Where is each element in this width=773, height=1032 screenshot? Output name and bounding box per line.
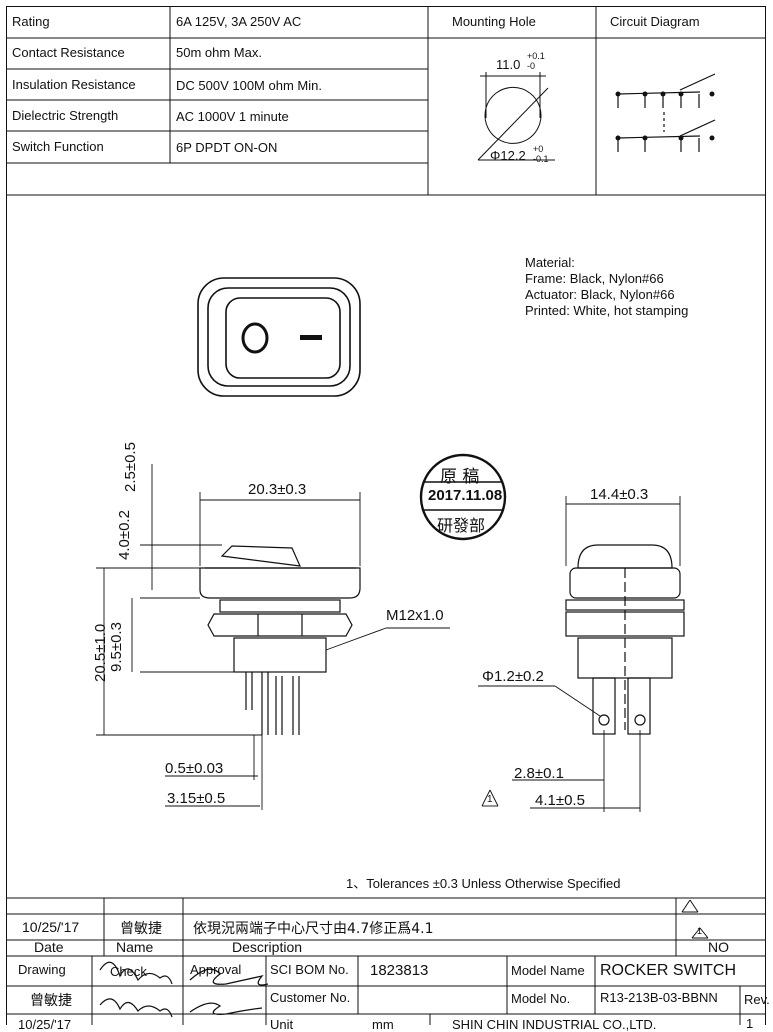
- approval-label: Approval: [190, 962, 242, 977]
- spec-insulation-value: DC 500V 100M ohm Min.: [176, 78, 322, 93]
- drawer-name: 曾敏捷: [30, 993, 72, 1009]
- hole-width-tol-upper: +0.1: [527, 51, 545, 61]
- spec-rating-value: 6A 125V, 3A 250V AC: [176, 14, 302, 29]
- circuit-diagram: [617, 73, 716, 152]
- circuit-diagram-header: Circuit Diagram: [610, 14, 700, 29]
- model-no-value: R13-213B-03-BBNN: [600, 990, 718, 1005]
- spec-contact-label: Contact Resistance: [12, 45, 125, 60]
- customer-label: Customer No.: [270, 990, 351, 1005]
- spec-function-label: Switch Function: [12, 139, 104, 154]
- dim-terminal-thickness: 0.5±0.03: [165, 760, 224, 777]
- approval-signature-2: [189, 1002, 263, 1015]
- dim-terminal-pitch: 2.8±0.1: [514, 765, 564, 782]
- sci-bom-value: 1823813: [370, 962, 429, 979]
- material-printed: Printed: White, hot stamping: [525, 303, 689, 318]
- drawing-label: Drawing: [18, 962, 66, 977]
- revision-header-description: Description: [232, 939, 303, 955]
- model-no-label: Model No.: [511, 991, 571, 1006]
- spec-contact-value: 50m ohm Max.: [176, 45, 262, 60]
- dim-side-width: 14.4±0.3: [590, 486, 649, 503]
- dim-total-height: 20.5±1.0: [92, 623, 109, 682]
- revision-description: 依現況兩端子中心尺寸由4.7修正爲4.1: [193, 921, 434, 937]
- dim-terminal-spacing: 4.1±0.5: [535, 792, 585, 809]
- stamp-date: 2017.11.08: [428, 487, 503, 504]
- hole-width-tol-lower: -0: [527, 61, 536, 71]
- hole-diameter-tol-lower: -0.1: [533, 154, 549, 164]
- spec-dielectric-value: AC 1000V 1 minute: [176, 109, 289, 124]
- hole-diameter-label: Φ12.2: [490, 148, 526, 163]
- check-signature: [99, 961, 173, 985]
- dimension-lines: [96, 464, 681, 812]
- revision-header-name: Name: [116, 939, 154, 955]
- material-actuator: Actuator: Black, Nylon#66: [525, 287, 675, 302]
- rev-label: Rev.: [744, 992, 770, 1007]
- dim-width: 20.3±0.3: [248, 481, 307, 498]
- approval-signature: [189, 968, 269, 986]
- dim-hole-dia: Φ1.2±0.2: [482, 668, 544, 685]
- spec-rating-label: Rating: [12, 14, 50, 29]
- revision-date: 10/25/'17: [22, 919, 80, 935]
- mounting-hole-drawing: [477, 72, 555, 161]
- spec-function-value: 6P DPDT ON-ON: [176, 140, 278, 155]
- on-mark-dash: [300, 335, 322, 340]
- approval-stamp-ring: [419, 453, 507, 541]
- switch-front-view: [197, 277, 361, 397]
- mounting-hole-header: Mounting Hole: [452, 14, 536, 29]
- dim-body-height: 9.5±0.3: [108, 622, 125, 672]
- switch-side-view-right: [565, 544, 685, 735]
- hole-width-label: 11.0: [496, 57, 521, 72]
- spec-dielectric-label: Dielectric Strength: [12, 108, 119, 123]
- tolerance-note: 1、Tolerances ±0.3 Unless Otherwise Speci…: [346, 876, 621, 891]
- sheet-border: [6, 6, 766, 1025]
- revision-header-no: NO: [708, 939, 729, 955]
- rev-value: 1: [746, 1016, 754, 1031]
- dim-frame-height: 4.0±0.2: [116, 510, 133, 560]
- stamp-bottom: 研發部: [437, 516, 486, 535]
- dim-actuator-height: 2.5±0.5: [122, 442, 139, 492]
- check-label: Check: [110, 964, 147, 979]
- sci-bom-label: SCI BOM No.: [270, 962, 349, 977]
- switch-side-view-left: [199, 545, 361, 735]
- model-name-label: Model Name: [511, 963, 585, 978]
- revision-header-date: Date: [34, 939, 64, 955]
- dim-thread: M12x1.0: [386, 607, 444, 624]
- hole-diameter-tol-upper: +0: [533, 144, 544, 154]
- model-name-value: ROCKER SWITCH: [600, 962, 736, 979]
- dim-terminal-width: 3.15±0.5: [167, 790, 226, 807]
- check-signature-2: [99, 998, 173, 1018]
- stamp-top: 原 稿: [440, 467, 480, 487]
- bottom-table-grid: [6, 897, 766, 1025]
- rev-marker-triangle-label: 1: [487, 794, 493, 805]
- revision-no: 1: [697, 926, 703, 936]
- revision-name: 曾敏捷: [120, 921, 162, 937]
- spec-insulation-label: Insulation Resistance: [12, 77, 136, 92]
- material-frame: Frame: Black, Nylon#66: [525, 271, 664, 286]
- material-title: Material:: [525, 255, 575, 270]
